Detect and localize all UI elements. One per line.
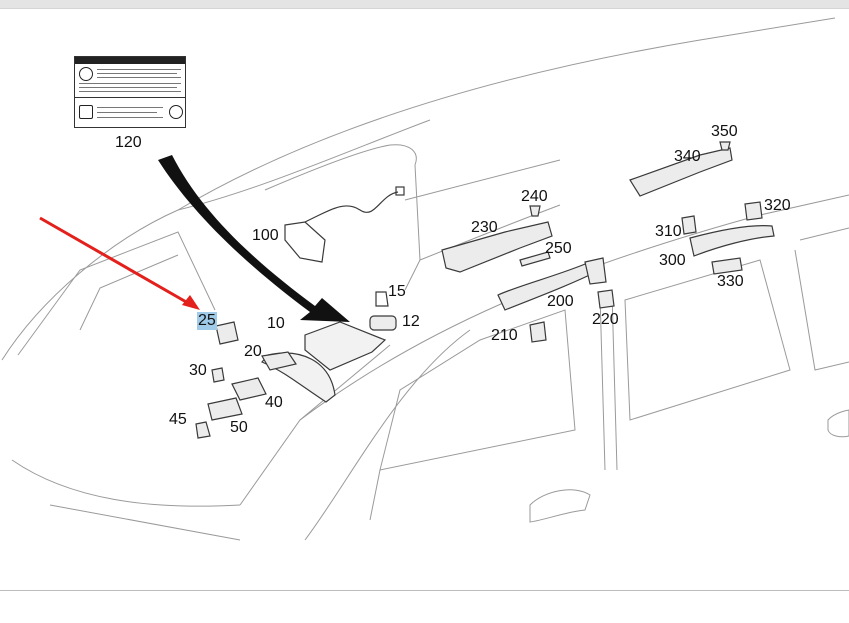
black-pointer-arrow	[158, 155, 350, 322]
callout-220[interactable]: 220	[592, 311, 619, 328]
callout-230[interactable]: 230	[471, 219, 498, 236]
bottom-divider	[0, 590, 849, 591]
callout-330[interactable]: 330	[717, 273, 744, 290]
callout-340[interactable]: 340	[674, 148, 701, 165]
callout-25[interactable]: 25	[197, 312, 217, 330]
callout-10[interactable]: 10	[267, 315, 285, 332]
callout-300[interactable]: 300	[659, 252, 686, 269]
roof-interior-parts-diagram	[1, 17, 849, 541]
callout-120[interactable]: 120	[115, 134, 142, 151]
parts-200-250	[441, 205, 615, 343]
callout-40[interactable]: 40	[265, 394, 283, 411]
callout-350[interactable]: 350	[711, 123, 738, 140]
part-12-15	[369, 291, 397, 331]
callout-12[interactable]: 12	[402, 313, 420, 330]
callout-45[interactable]: 45	[169, 411, 187, 428]
callout-50[interactable]: 50	[230, 419, 248, 436]
callout-310[interactable]: 310	[655, 223, 682, 240]
part-100-bracket	[284, 186, 405, 263]
parts-20-50	[195, 321, 297, 439]
top-toolbar-strip	[0, 0, 849, 9]
callout-200[interactable]: 200	[547, 293, 574, 310]
callout-30[interactable]: 30	[189, 362, 207, 379]
bottom-strip	[0, 591, 849, 623]
callout-210[interactable]: 210	[491, 327, 518, 344]
callout-20[interactable]: 20	[244, 343, 262, 360]
red-pointer-arrow	[39, 216, 200, 310]
parts-300-350	[629, 141, 775, 275]
car-body-outline	[1, 17, 849, 541]
callout-100[interactable]: 100	[252, 227, 279, 244]
part-120-warning-label	[74, 56, 186, 128]
callout-320[interactable]: 320	[764, 197, 791, 214]
callout-250[interactable]: 250	[545, 240, 572, 257]
callout-15[interactable]: 15	[388, 283, 406, 300]
callout-240[interactable]: 240	[521, 188, 548, 205]
